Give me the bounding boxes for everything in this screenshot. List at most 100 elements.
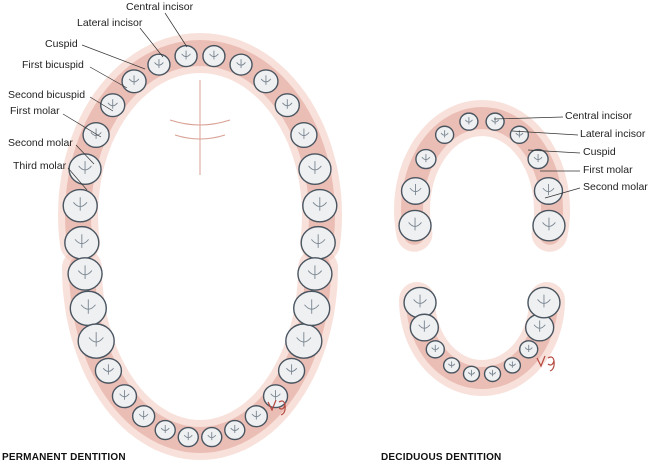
perm-upper-tooth	[174, 44, 198, 68]
tooth-fissure	[408, 217, 422, 231]
perm-upper-tooth	[62, 188, 98, 223]
tooth-fissure	[524, 344, 533, 353]
label-perm-second-bicuspid: Second bicuspid	[8, 89, 86, 101]
tooth-fissure	[78, 161, 92, 174]
perm-lower-tooth	[293, 290, 331, 327]
leader-lines	[62, 12, 581, 199]
perm-lower-tooth	[297, 257, 333, 291]
tooth-fissure	[448, 361, 456, 368]
label-perm-lateral-incisor: Lateral incisor	[77, 17, 143, 29]
dec-upper-tooth	[415, 148, 437, 170]
tooth-fissure	[533, 320, 546, 332]
tooth-fissure	[491, 117, 500, 125]
label-perm-cuspid: Cuspid	[45, 38, 78, 50]
tooth-fissure	[138, 410, 149, 420]
tooth-fissure	[181, 50, 191, 60]
label-dec-cuspid: Cuspid	[583, 146, 616, 158]
leader-perm-third-molar	[67, 167, 88, 191]
tooth-fissure	[77, 265, 93, 280]
perm-lower-tooth	[277, 357, 306, 384]
tooth-fissure	[418, 320, 431, 332]
dec-lower-tooth	[462, 365, 481, 383]
perm-upper-tooth	[82, 121, 110, 149]
tooth-fissure	[251, 410, 262, 420]
dec-lower-tooth	[403, 286, 437, 319]
perm-lower-tooth	[244, 405, 269, 428]
perm-lower-tooth	[67, 257, 103, 291]
tooth-fissure	[282, 99, 293, 109]
tooth-fissure	[298, 128, 310, 139]
tooth-fissure	[440, 130, 449, 138]
tooth-fissure	[88, 332, 104, 347]
gum-perm-upper	[64, 39, 336, 257]
dec-lower-tooth	[503, 357, 522, 374]
leader-perm-first-bicuspid	[89, 66, 128, 89]
perm-upper-tooth	[300, 225, 336, 260]
caption-permanent-dentition: PERMANENT DENTITION	[2, 452, 126, 463]
tooth-fissure	[73, 197, 88, 211]
perm-lower-tooth	[154, 419, 176, 441]
tooth-fissure	[308, 161, 322, 174]
tooth-fissure	[421, 154, 431, 163]
tooth-fissure	[409, 183, 422, 196]
tooth-fissure	[236, 59, 246, 68]
dec-lower-tooth	[442, 357, 461, 374]
leader-dec-second-molar	[544, 187, 581, 199]
dec-lower-tooth	[409, 313, 440, 342]
perm-upper-tooth	[147, 53, 171, 76]
dec-lower-tooth	[483, 365, 502, 383]
label-dec-lateral-incisor: Lateral incisor	[580, 128, 646, 140]
tooth-fissure	[230, 425, 240, 434]
leader-perm-central-incisor	[164, 12, 188, 48]
label-perm-second-molar: Second molar	[8, 137, 73, 149]
perm-lower-tooth	[201, 426, 223, 448]
perm-lower-tooth	[131, 405, 156, 428]
tooth-fissure	[207, 432, 217, 441]
perm-lower-tooth	[69, 290, 107, 327]
dec-upper-tooth	[434, 125, 455, 145]
tooth-fissure	[464, 117, 473, 125]
tooth-fissure	[431, 344, 440, 353]
dec-upper-tooth	[398, 209, 432, 242]
dec-lower-tooth	[425, 340, 445, 359]
dec-upper-tooth	[533, 176, 564, 205]
leader-dec-lateral-incisor	[511, 130, 579, 136]
tooth-fissure	[160, 425, 170, 434]
tooth-fissure	[107, 99, 118, 109]
perm-upper-tooth	[121, 69, 147, 94]
label-perm-first-bicuspid: First bicuspid	[22, 59, 84, 71]
perm-upper-tooth	[253, 69, 279, 94]
dec-upper-tooth	[509, 125, 530, 145]
dec-upper-tooth	[459, 112, 479, 131]
label-dec-central-incisor: Central incisor	[565, 110, 633, 122]
dec-upper-tooth	[527, 148, 549, 170]
perm-lower-tooth	[94, 357, 123, 384]
perm-lower-tooth	[262, 384, 289, 409]
tooth-fissure	[537, 294, 551, 308]
tooth-fissure	[542, 217, 556, 231]
dec-lower-tooth	[519, 340, 539, 359]
perm-upper-tooth	[100, 93, 126, 118]
tooth-fissure	[260, 75, 272, 85]
leader-perm-second-molar	[75, 144, 95, 165]
dec-lower-tooth	[524, 313, 555, 342]
label-perm-first-molar: First molar	[10, 105, 60, 117]
tooth-fissure	[154, 59, 164, 68]
tooth-fissure	[296, 332, 312, 347]
perm-upper-tooth	[274, 93, 300, 118]
perm-upper-tooth	[298, 153, 332, 186]
tooth-fissure	[304, 299, 320, 314]
perm-upper-tooth	[64, 225, 100, 260]
label-perm-third-molar: Third molar	[13, 160, 67, 172]
signature-deciduous	[536, 355, 555, 372]
label-dec-second-molar: Second molar	[583, 181, 648, 193]
tooth-fissure	[74, 234, 89, 248]
tooth-fissure	[119, 390, 130, 400]
leader-perm-first-molar	[62, 113, 102, 138]
leader-dec-central-incisor	[493, 116, 564, 120]
palate-rugae	[169, 80, 231, 175]
dec-upper-tooth	[485, 112, 505, 131]
perm-upper-tooth	[290, 121, 318, 149]
tooth-fissure	[467, 369, 476, 377]
